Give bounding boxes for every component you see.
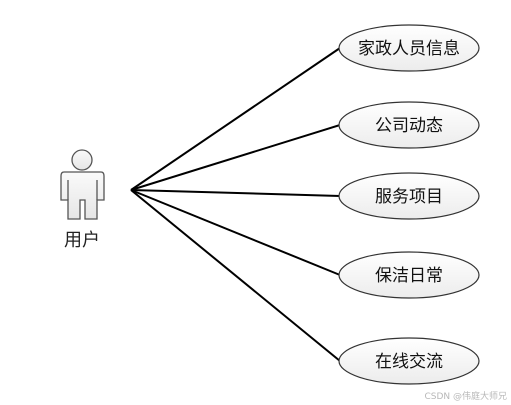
associations — [130, 47, 341, 362]
use-case-label: 公司动态 — [375, 116, 443, 136]
use-case-ellipse — [338, 251, 480, 299]
use-case-ellipse — [338, 337, 480, 385]
use-case-label: 在线交流 — [375, 352, 443, 372]
actor-label: 用户 — [64, 230, 100, 251]
use-case-3: 保洁日常 — [338, 251, 480, 299]
association-line-4 — [130, 189, 341, 362]
use-case-2: 服务项目 — [338, 172, 480, 220]
use-case-0: 家政人员信息 — [338, 24, 480, 72]
use-case-label: 家政人员信息 — [358, 39, 460, 59]
person-icon — [60, 149, 105, 220]
association-line-1 — [130, 124, 341, 191]
use-case-ellipse — [338, 172, 480, 220]
use-case-label: 服务项目 — [375, 187, 443, 207]
association-line-3 — [130, 189, 341, 276]
use-case-4: 在线交流 — [338, 337, 480, 385]
use-case-label: 保洁日常 — [375, 266, 443, 286]
association-line-0 — [130, 47, 341, 191]
association-line-2 — [130, 189, 341, 197]
use-case-ellipse — [338, 101, 480, 149]
use-case-ellipse — [338, 24, 480, 72]
watermark: CSDN @伟庭大师兄 — [424, 390, 507, 402]
use-case-1: 公司动态 — [338, 101, 480, 149]
actor: 用户 — [60, 149, 105, 251]
